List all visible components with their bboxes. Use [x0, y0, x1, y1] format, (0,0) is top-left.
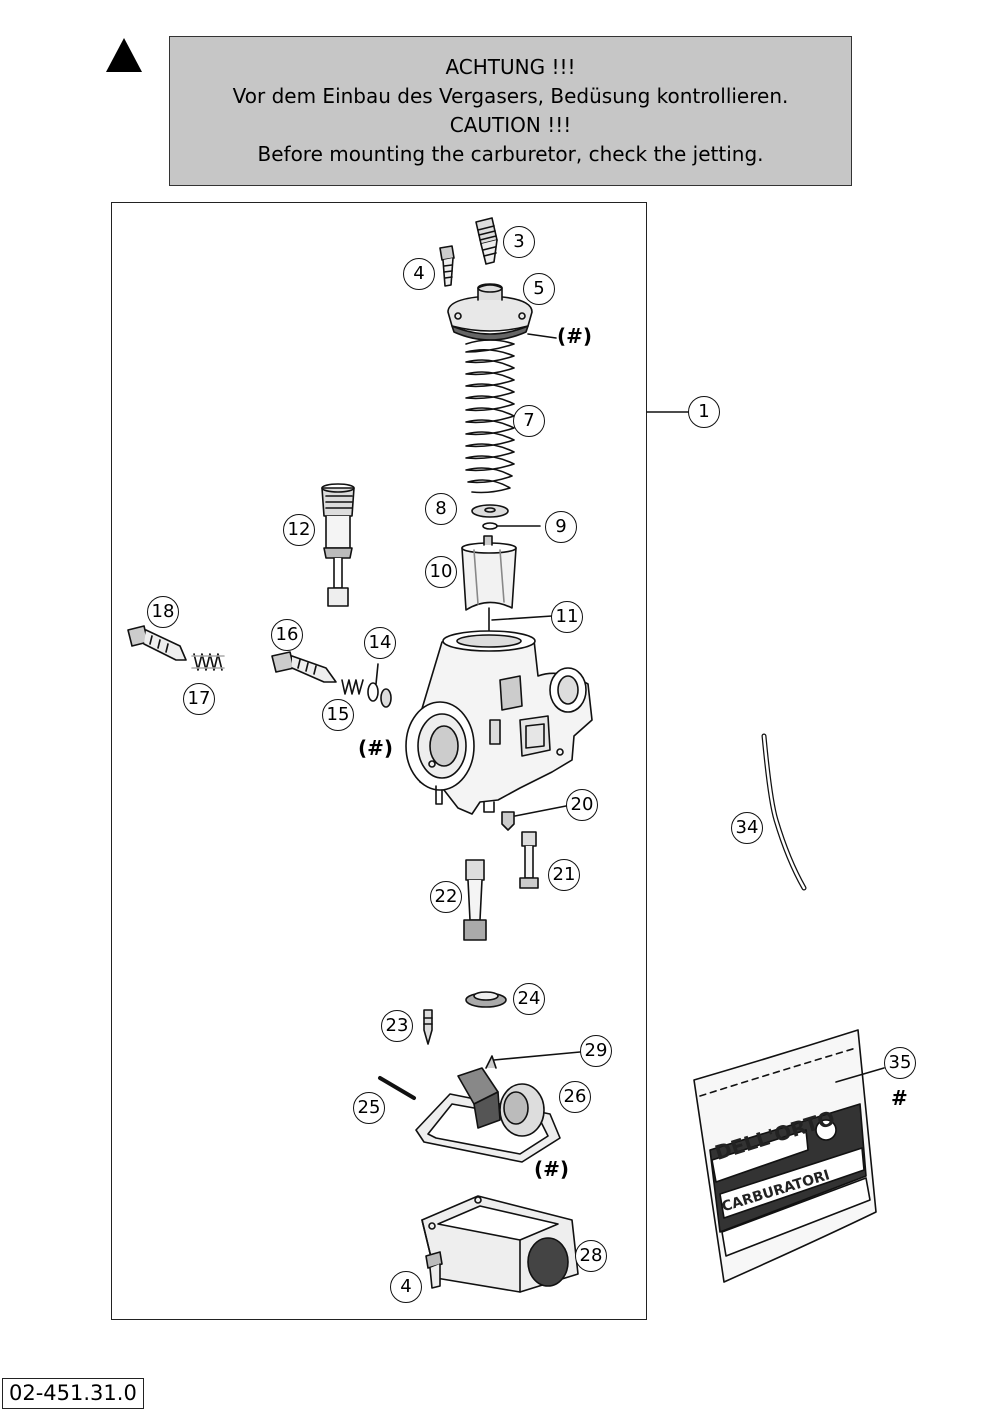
carburetor-cap-part-5 [447, 283, 557, 341]
caution-heading-de: ACHTUNG !!! [445, 55, 576, 79]
callout-14: 14 [364, 627, 396, 659]
callout-25: 25 [353, 1092, 385, 1124]
callout-17: 17 [183, 683, 215, 715]
screw-part-4-bottom [425, 1251, 443, 1289]
float-bowl-part-28 [421, 1195, 579, 1293]
caution-text-en: Before mounting the carburetor, check th… [257, 142, 764, 166]
callout-5: 5 [523, 273, 555, 305]
warning-triangle-icon [106, 38, 142, 72]
carburetor-body-part-1 [405, 630, 593, 815]
kit-note-cap: (#) [557, 324, 593, 348]
callout-3: 3 [503, 226, 535, 258]
kit-note-bag: # [891, 1086, 908, 1110]
callout-9: 9 [545, 511, 577, 543]
callout-10: 10 [425, 556, 457, 588]
callout-8: 8 [425, 493, 457, 525]
throttle-slide-part-10 [461, 535, 517, 611]
caution-text-de: Vor dem Einbau des Vergasers, Bedüsung k… [232, 84, 789, 108]
callout-34: 34 [731, 812, 763, 844]
spring-part-17 [191, 653, 225, 671]
callout-4-bottom: 4 [390, 1271, 422, 1303]
needle-jet-part-21 [519, 831, 539, 889]
float-needle-part-23 [423, 1009, 433, 1045]
float-part-26 [415, 1051, 581, 1163]
callout-11: 11 [551, 601, 583, 633]
atomizer-part-22 [463, 859, 487, 941]
caution-heading-en: CAUTION !!! [449, 113, 572, 137]
screw-part-4-top [439, 245, 455, 287]
callout-18: 18 [147, 596, 179, 628]
screw-part-16 [271, 651, 337, 683]
diagram-part-number: 02-451.31.0 [2, 1378, 144, 1409]
hose-part-34 [761, 733, 807, 891]
valve-seat-part-24 [465, 991, 507, 1008]
choke-part-12 [321, 483, 355, 607]
callout-4-top: 4 [403, 258, 435, 290]
callout-28: 28 [575, 1240, 607, 1272]
screw-part-3 [475, 217, 498, 265]
callout-26: 26 [559, 1081, 591, 1113]
callout-12: 12 [283, 514, 315, 546]
washer-part-14 [367, 663, 392, 708]
callout-20: 20 [566, 789, 598, 821]
callout-7: 7 [513, 405, 545, 437]
kit-note-oring: (#) [358, 736, 394, 760]
kit-note-gasket: (#) [534, 1157, 570, 1181]
callout-1: 1 [688, 396, 720, 428]
callout-29: 29 [580, 1035, 612, 1067]
spring-part-7 [465, 339, 515, 494]
callout-24: 24 [513, 983, 545, 1015]
screw-part-18 [127, 625, 187, 661]
pin-part-25 [378, 1076, 416, 1100]
spring-part-15 [341, 679, 364, 695]
jet-part-20 [501, 805, 567, 831]
gasket-kit-bag-part-35 [693, 1029, 885, 1283]
washer-part-8 [471, 504, 509, 518]
assembly-frame [111, 202, 647, 1320]
callout-22: 22 [430, 881, 462, 913]
callout-23: 23 [381, 1010, 413, 1042]
clip-part-9 [482, 522, 541, 530]
callout-21: 21 [548, 859, 580, 891]
callout-16: 16 [271, 619, 303, 651]
caution-box: ACHTUNG !!! Vor dem Einbau des Vergasers… [169, 36, 852, 186]
callout-15: 15 [322, 699, 354, 731]
callout-35: 35 [884, 1047, 916, 1079]
